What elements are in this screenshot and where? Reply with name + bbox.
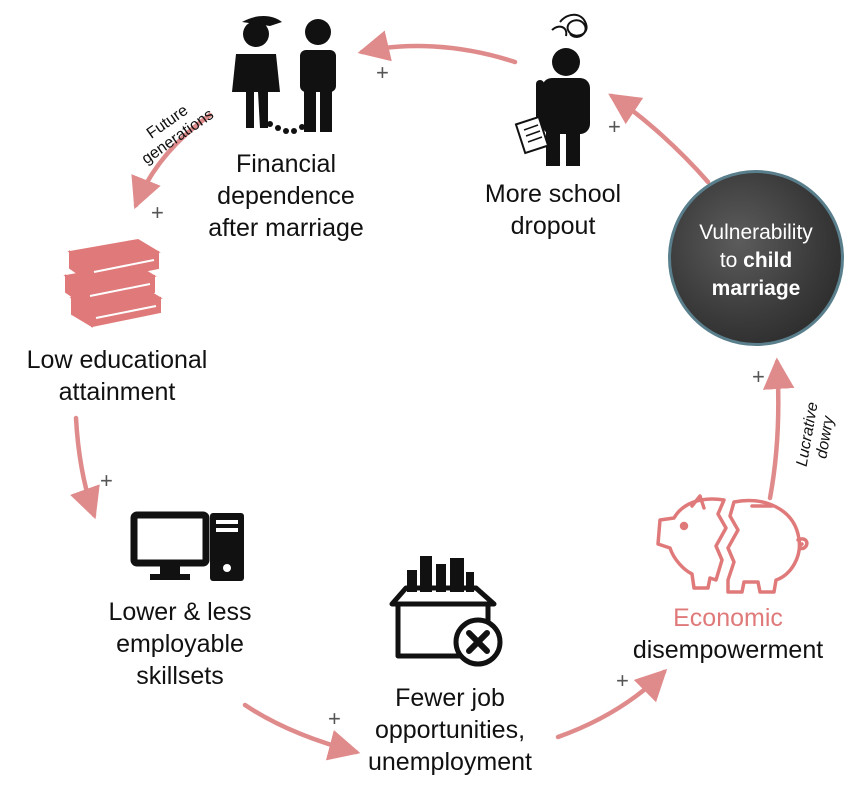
vulnerability-line1: Vulnerability <box>699 221 813 244</box>
arrow-skills-to-jobs <box>242 702 361 761</box>
jobs-line1: Fewer job <box>395 684 505 712</box>
economic-line1: Economic <box>673 604 783 632</box>
education-line2: attainment <box>58 378 176 406</box>
jobs-line2: opportunities, <box>374 716 526 744</box>
jobs-line3: unemployment <box>368 748 532 776</box>
plus-sign-2: + <box>151 200 164 225</box>
vulnerability-line3-bold: marriage <box>711 277 801 300</box>
skills-line1: Lower & less <box>108 598 252 626</box>
dropout-label: More school dropout <box>458 178 648 242</box>
education-label: Low educational attainment <box>2 344 232 408</box>
skills-label: Lower & less employable skillsets <box>80 596 280 692</box>
box-cross-icon <box>389 556 503 667</box>
plus-sign-4: + <box>328 706 341 731</box>
plus-sign-1: + <box>376 60 389 85</box>
couple-chained-icon <box>232 16 336 134</box>
economic-line2: disempowerment <box>632 636 824 664</box>
plus-sign-6: + <box>752 364 765 389</box>
financial-line3: after marriage <box>208 214 364 242</box>
plus-sign-7: + <box>608 114 621 139</box>
financial-line2: dependence <box>217 182 355 210</box>
plus-sign-3: + <box>100 468 113 493</box>
skills-line2: employable <box>116 630 244 658</box>
arrow-education-to-skills <box>70 415 100 520</box>
economic-label: Economic disempowerment <box>612 602 844 666</box>
dropout-line1: More school <box>484 180 622 208</box>
financial-line1: Financial <box>235 150 337 178</box>
vulnerability-line2-bold: child <box>743 249 793 272</box>
arrow-financial-to-education <box>131 112 213 210</box>
vulnerability-line2: to child <box>671 247 841 275</box>
vulnerability-label: Vulnerability to child marriage <box>671 219 841 303</box>
vulnerability-node: Vulnerability to child marriage <box>668 170 844 346</box>
plus-sign-5: + <box>616 668 629 693</box>
books-icon <box>63 238 163 328</box>
arrow-jobs-to-economic <box>555 668 668 740</box>
vulnerability-line2-pre: to <box>719 249 744 272</box>
dropout-line2: dropout <box>510 212 596 240</box>
skills-line3: skillsets <box>136 662 224 690</box>
computer-icon <box>130 511 244 581</box>
broken-piggy-bank-icon <box>656 494 809 594</box>
education-line1: Low educational <box>26 346 208 374</box>
arrow-vulnerability-to-dropout <box>608 93 711 185</box>
arrow-economic-to-vulnerability <box>762 357 795 501</box>
arrow-dropout-to-financial <box>357 30 518 65</box>
stressed-student-icon <box>514 13 590 166</box>
jobs-label: Fewer job opportunities, unemployment <box>340 682 560 778</box>
financial-label: Financial dependence after marriage <box>186 148 386 244</box>
vulnerability-line3: marriage <box>671 275 841 303</box>
